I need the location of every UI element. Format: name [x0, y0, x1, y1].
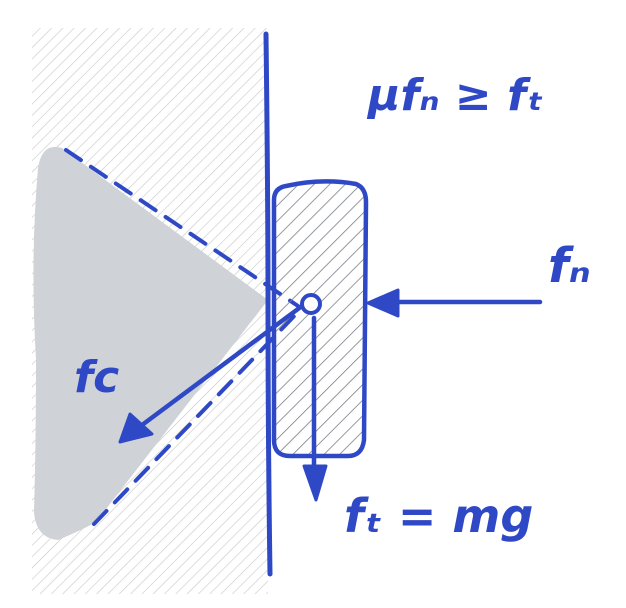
contact-point [300, 293, 322, 315]
normal-force-arrow [366, 288, 543, 318]
friction-cone-region [33, 146, 268, 540]
contact-force-arrow [118, 303, 305, 444]
block [271, 179, 369, 459]
friction-force-label: fₜ = mg [344, 489, 533, 543]
friction-force-arrow [302, 315, 328, 502]
cone-upper-boundary [64, 148, 300, 308]
wall-line [263, 31, 273, 577]
equation-label: μfₙ ≥ fₜ [366, 70, 543, 121]
normal-force-label: fₙ [548, 238, 591, 294]
contact-force-label: fc [74, 352, 119, 403]
